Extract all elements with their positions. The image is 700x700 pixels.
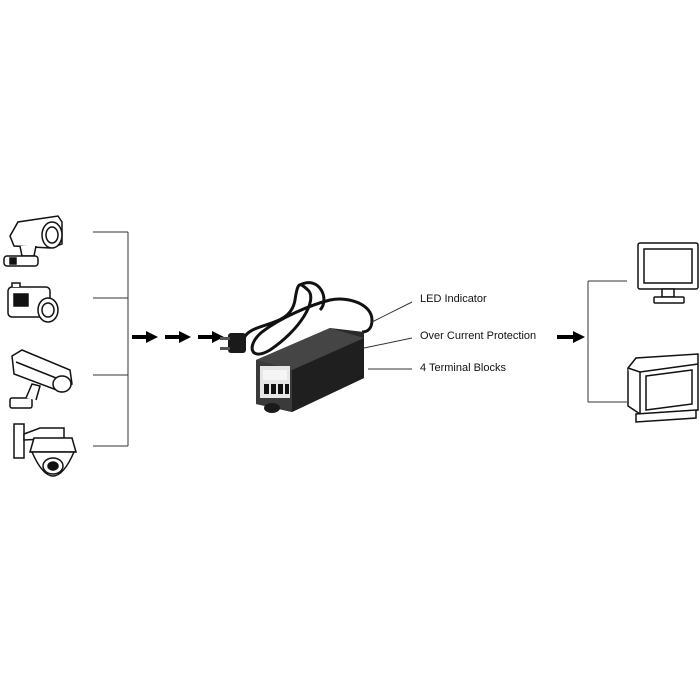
- right-arrow-icon: [198, 331, 224, 343]
- right-arrow-icon: [557, 331, 585, 343]
- right-arrow-icon: [132, 331, 158, 343]
- ac-plug: [220, 333, 246, 353]
- power-adapter-icon: [220, 281, 374, 413]
- mounting-foot: [264, 403, 280, 413]
- dome-camera-icon: [13, 423, 77, 477]
- outdoor-camera-icon: [9, 349, 73, 409]
- box-camera-icon: [7, 282, 59, 323]
- bullet-camera-icon: [3, 215, 63, 267]
- lcd-monitor-icon: [637, 242, 699, 304]
- terminal-blocks-label: 4 Terminal Blocks: [420, 362, 506, 374]
- terminal-blocks: [260, 366, 290, 398]
- crt-monitor-icon: [627, 353, 699, 423]
- camera-bracket: [93, 231, 129, 447]
- callout-lines: [363, 301, 413, 370]
- monitor-bracket: [587, 280, 627, 403]
- right-arrow-icon: [165, 331, 191, 343]
- power-cord: [241, 283, 374, 356]
- over-current-protection-label: Over Current Protection: [420, 330, 537, 342]
- led-indicator-label: LED Indicator: [420, 293, 487, 305]
